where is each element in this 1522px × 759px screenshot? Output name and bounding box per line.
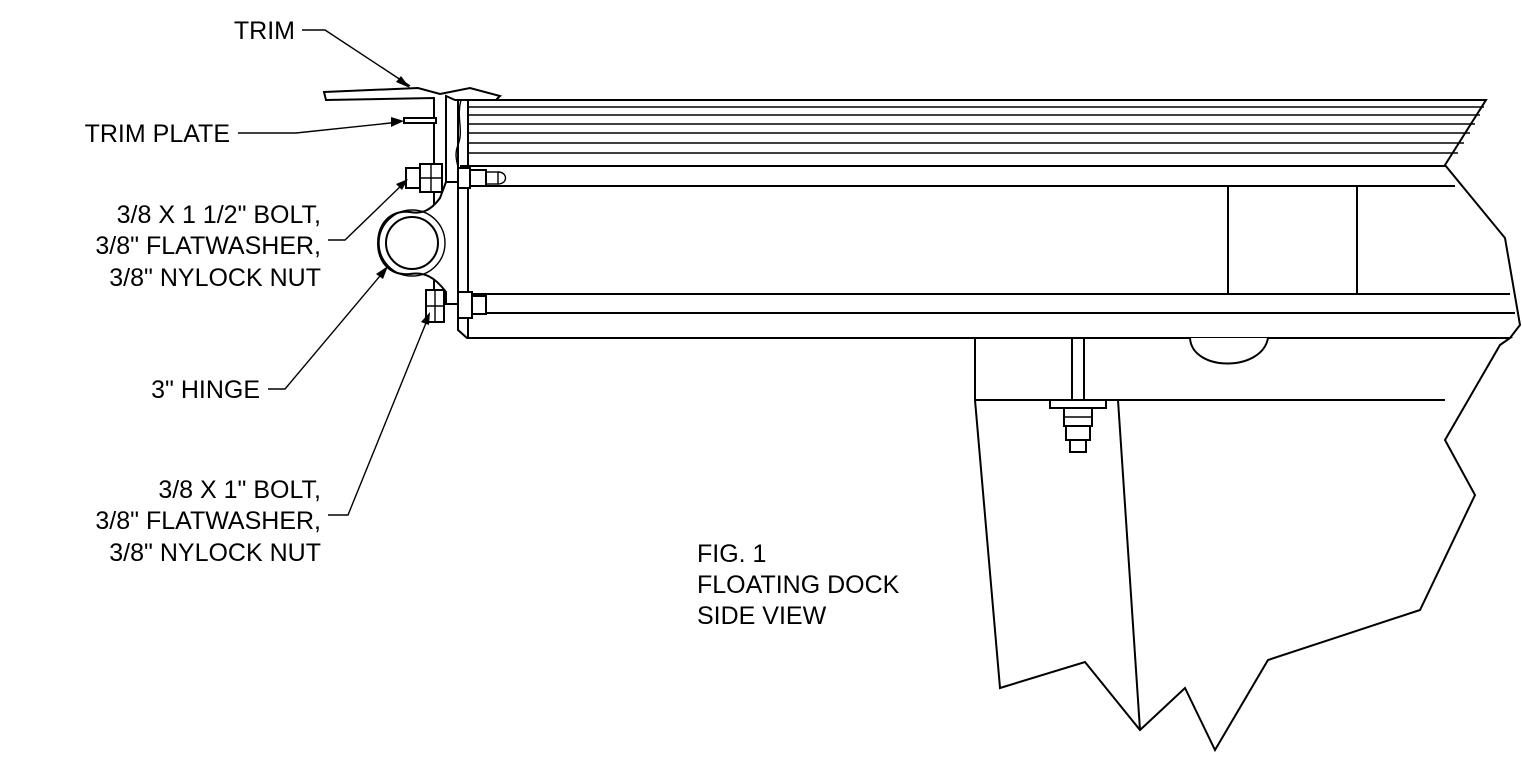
anchor-bolt <box>1049 337 1107 453</box>
hinge <box>376 181 459 305</box>
upper-bolt-label-line1: 3/8 X 1 1/2" BOLT, <box>117 201 321 229</box>
trim-label: TRIM <box>234 17 295 45</box>
callout-labels: TRIM TRIM PLATE 3/8 X 1 1/2" BOLT, 3/8" … <box>85 17 321 567</box>
upper-bolt-label-line2: 3/8" FLATWASHER, <box>95 232 321 260</box>
figure-title-line1: FLOATING DOCK <box>697 571 900 599</box>
leader-lines <box>238 29 430 516</box>
upper-bolt-assembly <box>405 163 507 193</box>
hinge-label: 3" HINGE <box>151 376 260 404</box>
figure-title-line2: SIDE VIEW <box>697 602 827 630</box>
upper-bolt-label-line3: 3/8" NYLOCK NUT <box>109 264 321 292</box>
lower-bolt-label-line2: 3/8" FLATWASHER, <box>95 507 321 535</box>
trim-plate <box>403 117 437 124</box>
lower-bolt-label-line3: 3/8" NYLOCK NUT <box>109 539 321 567</box>
figure-number: FIG. 1 <box>697 540 766 568</box>
figure-caption: FIG. 1 FLOATING DOCK SIDE VIEW <box>697 540 900 630</box>
trim-angle <box>322 86 502 305</box>
trim-plate-label: TRIM PLATE <box>85 120 230 148</box>
lower-bolt-label-line1: 3/8 X 1" BOLT, <box>158 476 321 504</box>
dock-frame <box>455 99 1522 365</box>
lower-bolt-assembly <box>425 289 487 323</box>
